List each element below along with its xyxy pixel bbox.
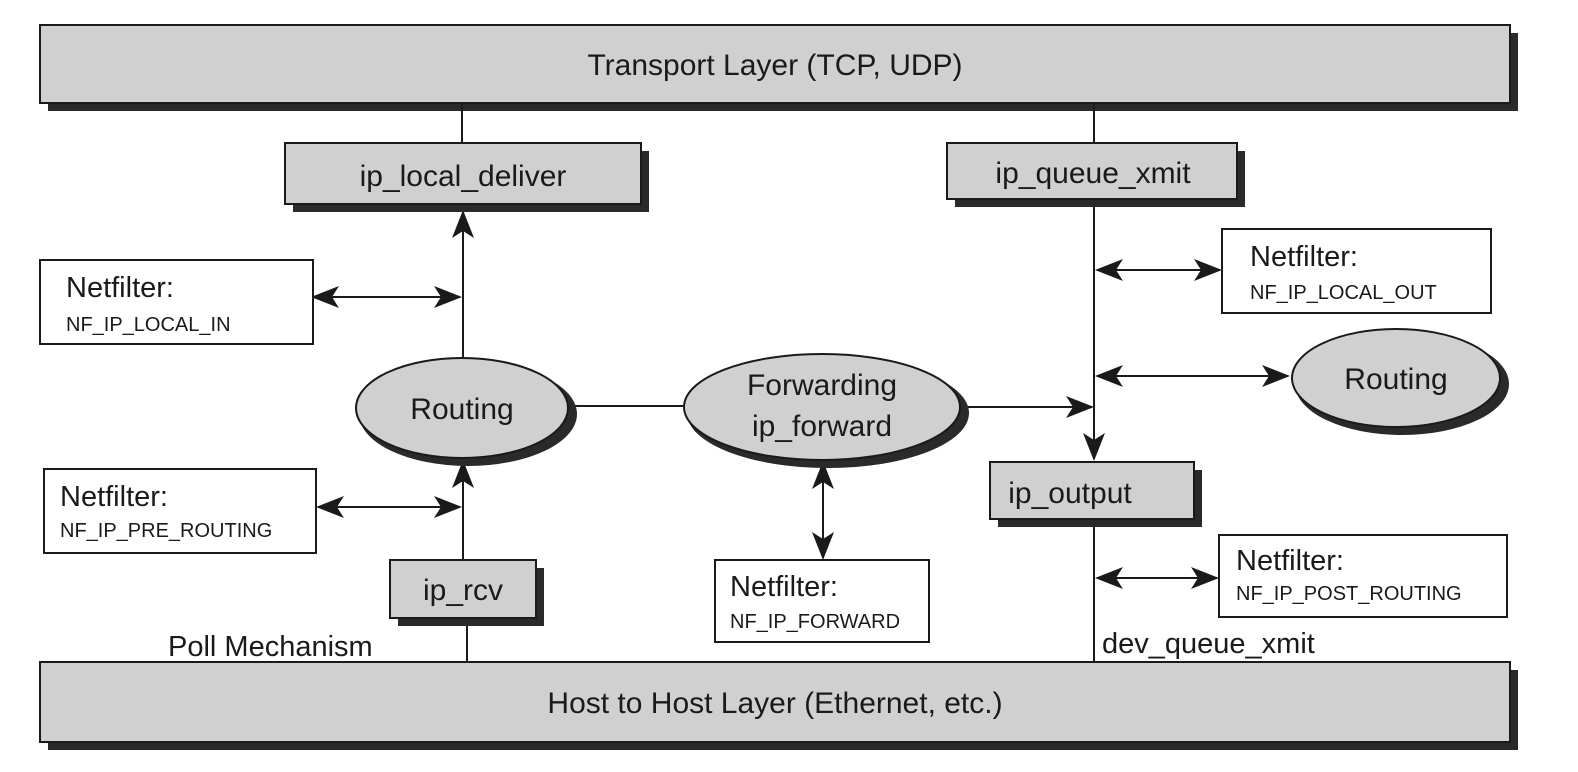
netfilter-pre-routing-box: Netfilter: NF_IP_PRE_ROUTING — [43, 468, 317, 554]
ip-forward-label: ip_forward — [752, 410, 892, 443]
netfilter-local-in-box: Netfilter: NF_IP_LOCAL_IN — [39, 259, 314, 345]
netfilter-hook-arrows — [311, 259, 1290, 589]
netfilter-post-routing-box: Netfilter: NF_IP_POST_ROUTING — [1218, 534, 1508, 618]
netfilter-local-in-title: Netfilter: — [66, 272, 174, 304]
connector-lines — [461, 103, 1095, 662]
ip-local-deliver-label: ip_local_deliver — [360, 160, 567, 193]
netfilter-pre-routing-title: Netfilter: — [60, 481, 168, 513]
netfilter-forward-title: Netfilter: — [730, 571, 838, 603]
ip-queue-xmit-label: ip_queue_xmit — [995, 157, 1191, 190]
ip-output-box: ip_output — [989, 461, 1202, 527]
routing-right-ellipse: Routing — [1291, 328, 1509, 435]
transport-layer-label: Transport Layer (TCP, UDP) — [587, 49, 962, 82]
netfilter-post-routing-hook: NF_IP_POST_ROUTING — [1236, 583, 1462, 605]
netfilter-forward-box: Netfilter: NF_IP_FORWARD — [714, 559, 930, 643]
routing-right-label: Routing — [1344, 363, 1447, 396]
netfilter-pre-routing-hook: NF_IP_PRE_ROUTING — [60, 520, 272, 542]
host-to-host-layer-label: Host to Host Layer (Ethernet, etc.) — [547, 687, 1002, 720]
netfilter-post-routing-title: Netfilter: — [1236, 545, 1344, 577]
poll-mechanism-label: Poll Mechanism — [168, 631, 373, 663]
forwarding-label: Forwarding — [747, 369, 897, 402]
netfilter-local-out-box: Netfilter: NF_IP_LOCAL_OUT — [1221, 228, 1492, 314]
ip-output-label: ip_output — [1008, 477, 1132, 510]
host-to-host-layer-box: Host to Host Layer (Ethernet, etc.) — [39, 661, 1518, 750]
netfilter-local-out-hook: NF_IP_LOCAL_OUT — [1250, 282, 1437, 304]
ip-queue-xmit-box: ip_queue_xmit — [946, 142, 1245, 207]
ip-rcv-box: ip_rcv — [389, 559, 544, 626]
routing-left-label: Routing — [410, 393, 513, 426]
netfilter-local-out-title: Netfilter: — [1250, 241, 1358, 273]
flow-arrows — [452, 207, 1105, 560]
routing-left-ellipse: Routing — [355, 357, 577, 466]
netfilter-local-in-hook: NF_IP_LOCAL_IN — [66, 314, 231, 336]
forwarding-ellipse: Forwarding ip_forward — [683, 353, 969, 468]
transport-layer-box: Transport Layer (TCP, UDP) — [39, 24, 1518, 111]
ip-rcv-label: ip_rcv — [423, 574, 503, 607]
dev-queue-xmit-label: dev_queue_xmit — [1102, 628, 1315, 660]
netfilter-forward-hook: NF_IP_FORWARD — [730, 611, 900, 633]
ip-local-deliver-box: ip_local_deliver — [284, 142, 649, 212]
